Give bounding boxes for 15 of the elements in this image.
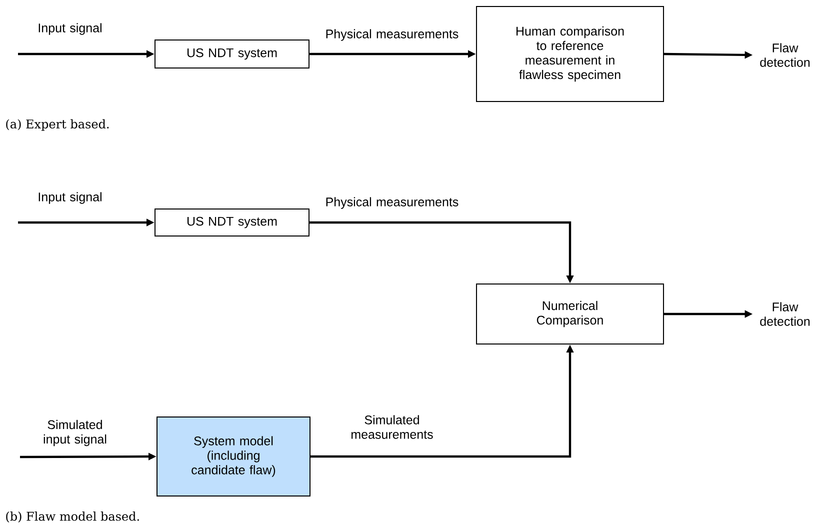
process-box: Numerical Comparison: [476, 284, 664, 344]
output-label: Flaw detection: [760, 43, 810, 67]
edge-label: Input signal: [38, 23, 102, 35]
edge-label: Input signal: [38, 192, 102, 204]
edge-label: Physical measurements: [326, 29, 458, 41]
edge-label: Simulated measurements: [352, 415, 433, 439]
process-box: US NDT system: [154, 40, 310, 68]
model-box: System model (including candidate flaw): [156, 416, 310, 496]
subfigure-caption: (b) Flaw model based.: [6, 512, 139, 522]
process-box: US NDT system: [154, 208, 310, 236]
subfigure-caption: (a) Expert based.: [6, 119, 109, 131]
edge-label: Simulated input signal: [44, 420, 106, 446]
process-box: Human comparison to reference measurement in flawless specimen: [476, 6, 664, 102]
output-label: Flaw detection: [760, 302, 810, 326]
edge-label: Physical measurements: [326, 197, 458, 209]
